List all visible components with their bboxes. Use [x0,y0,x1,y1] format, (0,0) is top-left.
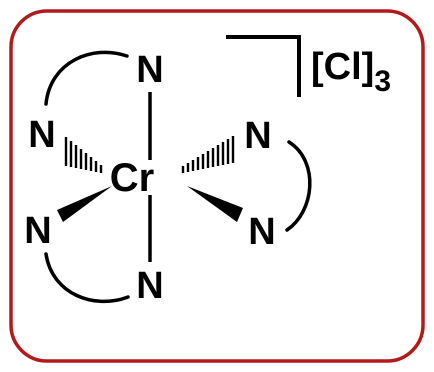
atom-n-lower-left: N [24,210,51,252]
bond-cr-n-upper-right-hashed [181,136,235,173]
counterion-close-bracket: ] [362,46,375,88]
atom-n-upper-left: N [28,114,55,156]
chelate-arc-top-left [44,50,129,106]
metal-center-label: Cr [110,156,154,200]
counterion-element: Cl [324,46,362,88]
atom-n-upper-right: N [244,115,271,157]
chelate-arc-bottom-left [44,252,130,304]
atom-n-lower-right: N [248,211,275,253]
diagram-frame [9,9,425,363]
bond-cr-n-upper-left-hashed [64,137,103,173]
atom-n-top: N [136,49,163,91]
bond-cr-n-lower-left-wedge [57,186,112,222]
atom-n-bottom: N [136,265,163,307]
complex-bracket [226,35,301,97]
counterion-count: 3 [374,65,391,98]
counterion-open-bracket: [ [311,46,324,88]
counterion-label: [Cl]3 [311,46,391,98]
bond-cr-n-lower-right-wedge [187,186,243,222]
chelate-arc-right [285,140,312,232]
